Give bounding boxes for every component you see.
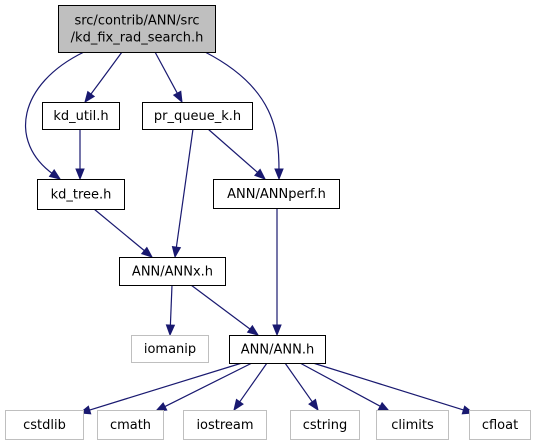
edge-root-to-annperf: [204, 51, 284, 181]
edge-line: [190, 284, 252, 331]
arrowhead-icon: [377, 401, 391, 412]
node-label: /kd_fix_rad_search.h: [71, 31, 204, 46]
node-kd-tree[interactable]: kd_tree.h: [37, 179, 125, 210]
edges-layer: [25, 51, 475, 415]
node-climits: climits: [376, 410, 449, 440]
edge-ann-to-cfloat: [312, 362, 475, 415]
node-box: [142, 102, 253, 130]
edge-line: [154, 51, 179, 96]
node-label: cstring: [303, 418, 347, 433]
edge-annx-to-ann: [190, 284, 260, 336]
edge-annperf-to-ann: [272, 208, 282, 337]
edge-root-to-kd_tree: [25, 51, 85, 180]
arrowhead-icon: [246, 324, 260, 336]
edge-line: [207, 128, 260, 175]
arrowhead-icon: [308, 398, 319, 412]
node-cfloat: cfloat: [469, 410, 531, 440]
edge-line: [175, 128, 194, 250]
node-iomanip: iomanip: [131, 335, 209, 363]
node-kd-util[interactable]: kd_util.h: [42, 102, 120, 130]
edge-annx-to-iomanip: [165, 284, 176, 337]
node-box: [42, 102, 120, 130]
node-cstdlib: cstdlib: [5, 410, 84, 440]
node-box: [119, 257, 226, 286]
edge-line: [169, 284, 173, 328]
edge-pr_queue_k-to-annx: [171, 128, 194, 259]
edge-pr_queue_k-to-annperf: [207, 128, 267, 180]
edge-line: [238, 362, 268, 404]
arrowhead-icon: [272, 324, 282, 337]
node-box: [376, 410, 449, 440]
node-label: climits: [391, 418, 434, 433]
node-pr-queue-k[interactable]: pr_queue_k.h: [142, 102, 253, 130]
edge-root-to-kd_util: [84, 51, 123, 104]
node-label: ANN/ANN.h: [241, 343, 314, 358]
edge-root-to-pr_queue_k: [154, 51, 183, 104]
node-box: [37, 179, 125, 210]
node-label: ANN/ANNx.h: [132, 265, 213, 280]
node-label: kd_util.h: [53, 109, 108, 124]
node-box: [58, 5, 216, 53]
node-cstring: cstring: [290, 410, 360, 440]
edge-kd_util-to-kd_tree: [75, 129, 85, 181]
node-label: iostream: [196, 418, 253, 433]
nodes-layer: src/contrib/ANN/src/kd_fix_rad_search.hk…: [5, 5, 531, 440]
node-box: [290, 410, 360, 440]
edge-line: [93, 208, 147, 253]
node-ann[interactable]: ANN/ANN.h: [229, 335, 326, 364]
node-label: cfloat: [482, 418, 518, 433]
arrowhead-icon: [165, 324, 176, 337]
edge-kd_tree-to-annx: [93, 208, 154, 258]
node-box: [469, 410, 531, 440]
node-box: [5, 410, 84, 440]
node-label: ANN/ANNperf.h: [227, 187, 326, 202]
arrowhead-icon: [75, 168, 85, 181]
node-label: pr_queue_k.h: [154, 109, 241, 124]
node-label: iomanip: [144, 342, 196, 357]
edge-ann-to-iostream: [233, 362, 268, 412]
arrowhead-icon: [233, 398, 244, 412]
edge-line: [162, 362, 253, 408]
edge-line: [299, 362, 383, 408]
node-box: [183, 410, 267, 440]
arrowhead-icon: [172, 90, 183, 104]
node-label: cmath: [110, 418, 151, 433]
edge-line: [284, 362, 314, 404]
node-annx[interactable]: ANN/ANNx.h: [119, 257, 226, 286]
arrowhead-icon: [48, 169, 62, 180]
arrowhead-icon: [154, 402, 168, 412]
edge-ann-to-cstring: [284, 362, 319, 412]
arrowhead-icon: [140, 246, 154, 258]
node-cmath: cmath: [97, 410, 164, 440]
node-box: [229, 335, 326, 364]
edge-line: [25, 51, 85, 175]
arrowhead-icon: [84, 90, 96, 104]
arrowhead-icon: [253, 168, 267, 180]
node-box: [131, 335, 209, 363]
arrowhead-icon: [171, 245, 182, 259]
edge-line: [312, 362, 466, 412]
node-root[interactable]: src/contrib/ANN/src/kd_fix_rad_search.h: [58, 5, 216, 53]
edge-line: [204, 51, 280, 172]
edge-line: [87, 362, 243, 412]
node-box: [213, 179, 340, 209]
edge-line: [89, 51, 123, 96]
arrowhead-icon: [274, 168, 284, 181]
node-annperf[interactable]: ANN/ANNperf.h: [213, 179, 340, 209]
node-label: kd_tree.h: [51, 188, 112, 203]
node-iostream: iostream: [183, 410, 267, 440]
node-label: cstdlib: [23, 418, 66, 433]
node-label: src/contrib/ANN/src: [74, 14, 199, 29]
node-box: [97, 410, 164, 440]
